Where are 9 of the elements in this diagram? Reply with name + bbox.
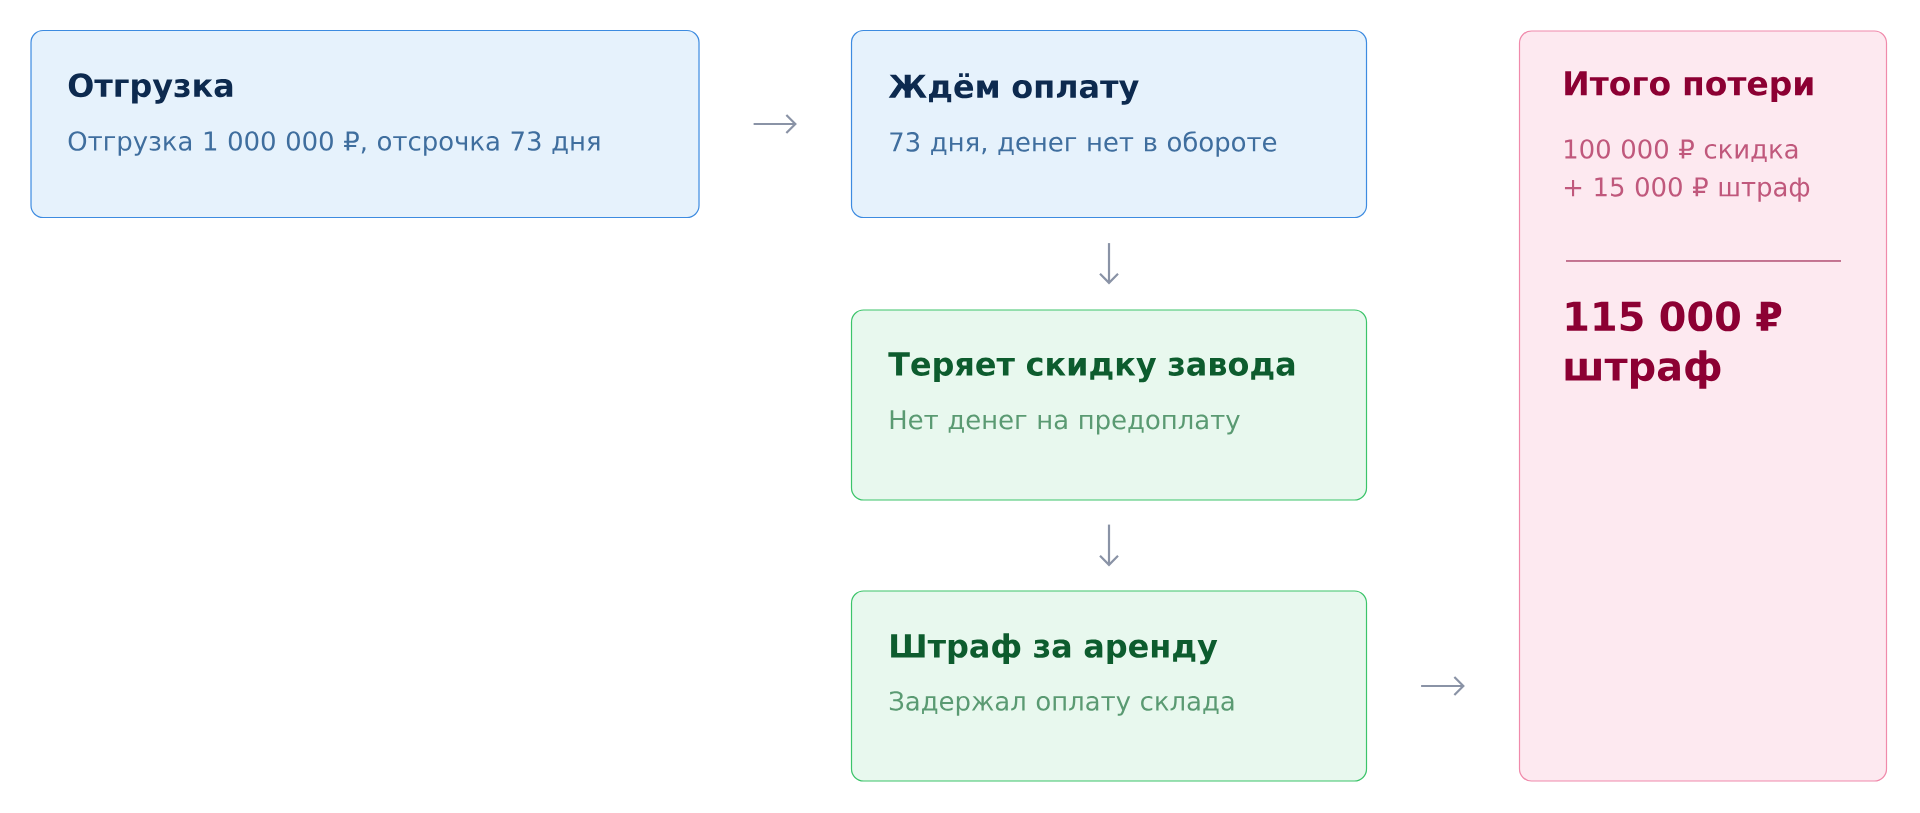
arrow [1421,676,1465,696]
process-box: Штраф за аренду Задержал оплату склада [850,590,1368,782]
process-box: Итого потери 100 000 ₽ скидка + 15 000 ₽ штраф 115 000 ₽ штраф [1518,30,1888,782]
process-box: Отгрузка Отгрузка 1 000 000 ₽, отсрочка 73 дня [30,29,700,219]
arrow [753,114,797,134]
arrow [1099,243,1119,285]
process-box: Теряет скидку завода Нет денег на предоплату [850,309,1368,501]
process-box: Ждём оплату 73 дня, денег нет в обороте [850,29,1368,219]
arrow [1099,524,1119,567]
